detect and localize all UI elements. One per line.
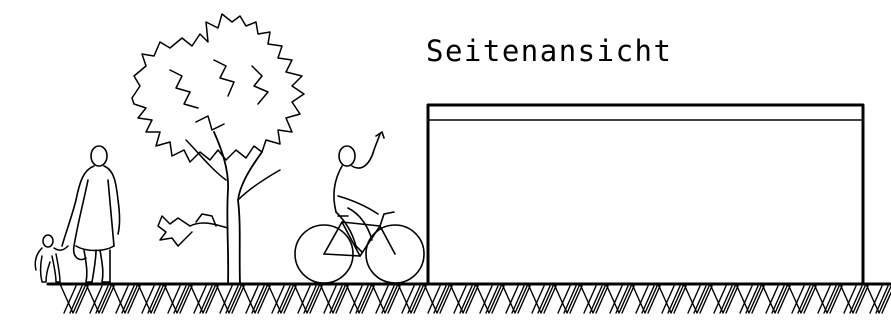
- ground-hatching: [59, 283, 891, 314]
- adult-figure: [61, 145, 121, 283]
- building-elevation: [426, 103, 865, 286]
- drawing-title: Seitenansicht: [426, 34, 673, 68]
- tree-figure: [131, 13, 305, 285]
- child-figure: [34, 234, 69, 283]
- cyclist-figure: [294, 131, 425, 284]
